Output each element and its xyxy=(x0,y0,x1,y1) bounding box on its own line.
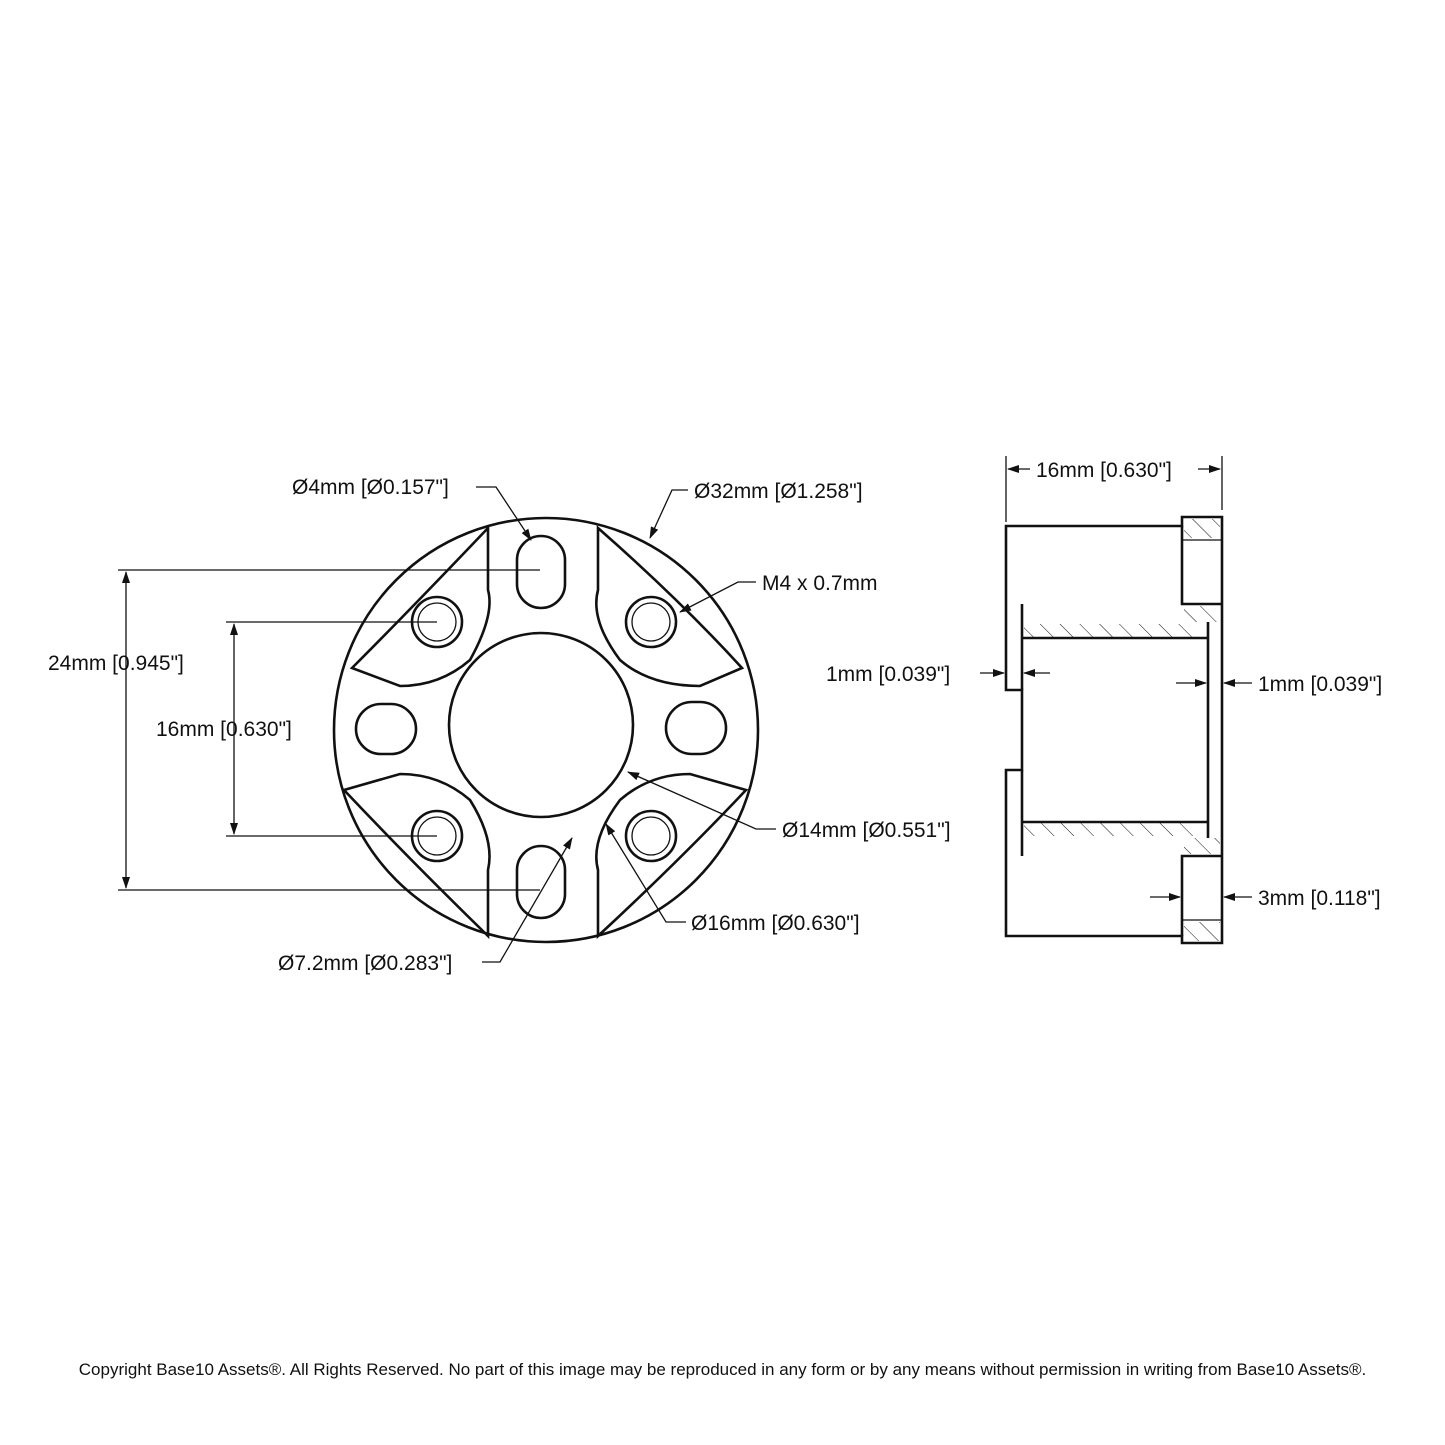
label-height-24: 24mm [0.945"] xyxy=(48,652,184,675)
segment-bottom-left xyxy=(341,772,491,940)
hole-top-right-inner xyxy=(631,602,671,642)
front-view: 24mm [0.945"] 16mm [0.630"] Ø4mm [Ø0.157… xyxy=(48,476,951,975)
label-flange: 3mm [0.118"] xyxy=(1258,887,1381,910)
side-inner-bottom xyxy=(1180,854,1222,936)
label-left-lip: 1mm [0.039"] xyxy=(826,663,950,686)
label-slot-dia: Ø7.2mm [Ø0.283"] xyxy=(278,952,452,975)
leader-boss-dia xyxy=(605,823,686,923)
copyright-notice: Copyright Base10 Assets®. All Rights Res… xyxy=(78,1360,1367,1379)
label-hole-dia: Ø4mm [Ø0.157"] xyxy=(292,476,449,499)
label-thread: M4 x 0.7mm xyxy=(762,572,878,595)
threaded-holes xyxy=(410,595,678,863)
slot-bottom xyxy=(515,844,567,920)
dimension-16mm-height xyxy=(226,621,437,837)
label-bore-dia: Ø14mm [Ø0.551"] xyxy=(782,819,951,842)
hatch-flange-bottom xyxy=(1184,922,1220,941)
leader-outer-dia xyxy=(649,489,688,539)
leader-hole-dia xyxy=(476,486,532,541)
outer-circle xyxy=(332,516,760,944)
segment-top-right xyxy=(595,525,745,688)
hatch-flange-top-step xyxy=(1184,606,1220,622)
side-inner-top xyxy=(1180,526,1222,606)
dimension-24mm xyxy=(118,569,540,891)
label-outer-dia: Ø32mm [Ø1.258"] xyxy=(694,480,863,503)
leader-thread xyxy=(679,581,756,613)
label-right-lip: 1mm [0.039"] xyxy=(1258,673,1382,696)
bore-circle xyxy=(447,631,635,819)
label-boss-dia: Ø16mm [Ø0.630"] xyxy=(691,912,860,935)
label-height-16: 16mm [0.630"] xyxy=(156,718,292,741)
hatch-wall-bottom xyxy=(1024,822,1196,836)
leader-bore-dia xyxy=(627,771,776,830)
hatch-wall-top xyxy=(1024,624,1196,638)
dimension-width xyxy=(1005,456,1223,522)
hatch-flange-top xyxy=(1184,519,1220,538)
slot-right xyxy=(664,700,728,756)
hole-bottom-right xyxy=(624,809,678,863)
hatch-flange-bottom-step xyxy=(1184,838,1220,854)
leader-slot-dia xyxy=(482,837,573,963)
side-outline xyxy=(1004,515,1224,945)
label-side-width: 16mm [0.630"] xyxy=(1036,459,1172,482)
segment-top-left xyxy=(349,524,491,688)
hole-top-right xyxy=(624,595,678,649)
hole-bottom-right-inner xyxy=(631,816,671,856)
slot-left xyxy=(354,702,418,756)
slot-top xyxy=(515,534,567,610)
side-view: 16mm [0.630"] 1mm [0.039"] 1mm [0.039"] … xyxy=(826,456,1382,945)
